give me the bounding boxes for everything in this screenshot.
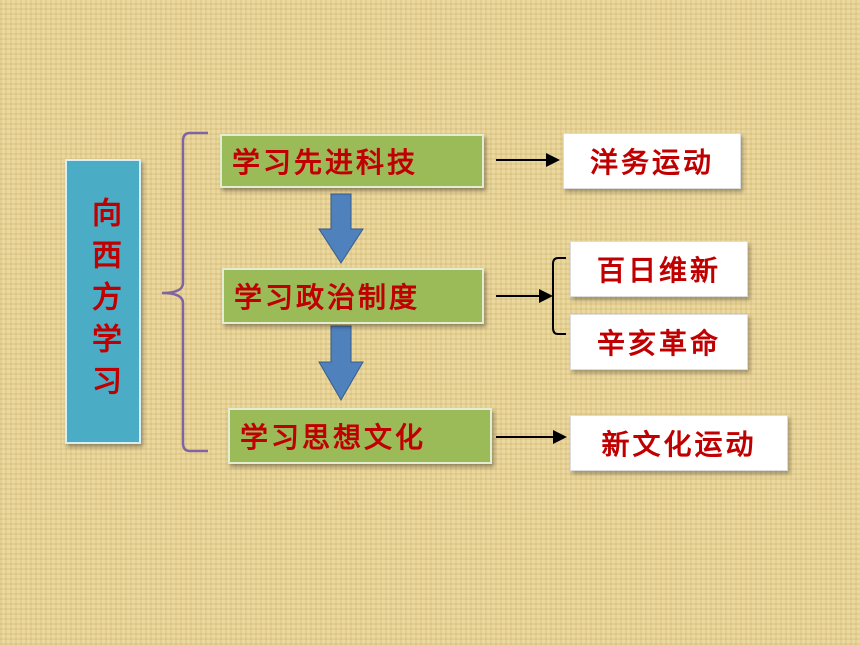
stage-box-culture: 学习思想文化 [228, 408, 492, 464]
main-topic-label: 向西方学习 [86, 196, 121, 407]
arrow-to-result-3 [553, 430, 567, 444]
left-brace [161, 131, 208, 453]
arrow-to-result-2 [539, 289, 553, 303]
down-arrow-1 [318, 193, 364, 264]
arrow-to-result-1 [546, 153, 560, 167]
stage-box-technology: 学习先进科技 [220, 134, 484, 188]
result-box-hundred-days-reform: 百日维新 [570, 241, 748, 297]
down-arrow-2 [318, 325, 364, 401]
stage-box-politics: 学习政治制度 [222, 268, 484, 324]
result-box-xinhai-revolution: 辛亥革命 [570, 314, 748, 370]
result-bracket [552, 257, 566, 335]
main-topic-box: 向西方学习 [65, 159, 141, 444]
result-box-new-culture-movement: 新文化运动 [570, 415, 788, 471]
result-box-westernization: 洋务运动 [563, 133, 741, 189]
